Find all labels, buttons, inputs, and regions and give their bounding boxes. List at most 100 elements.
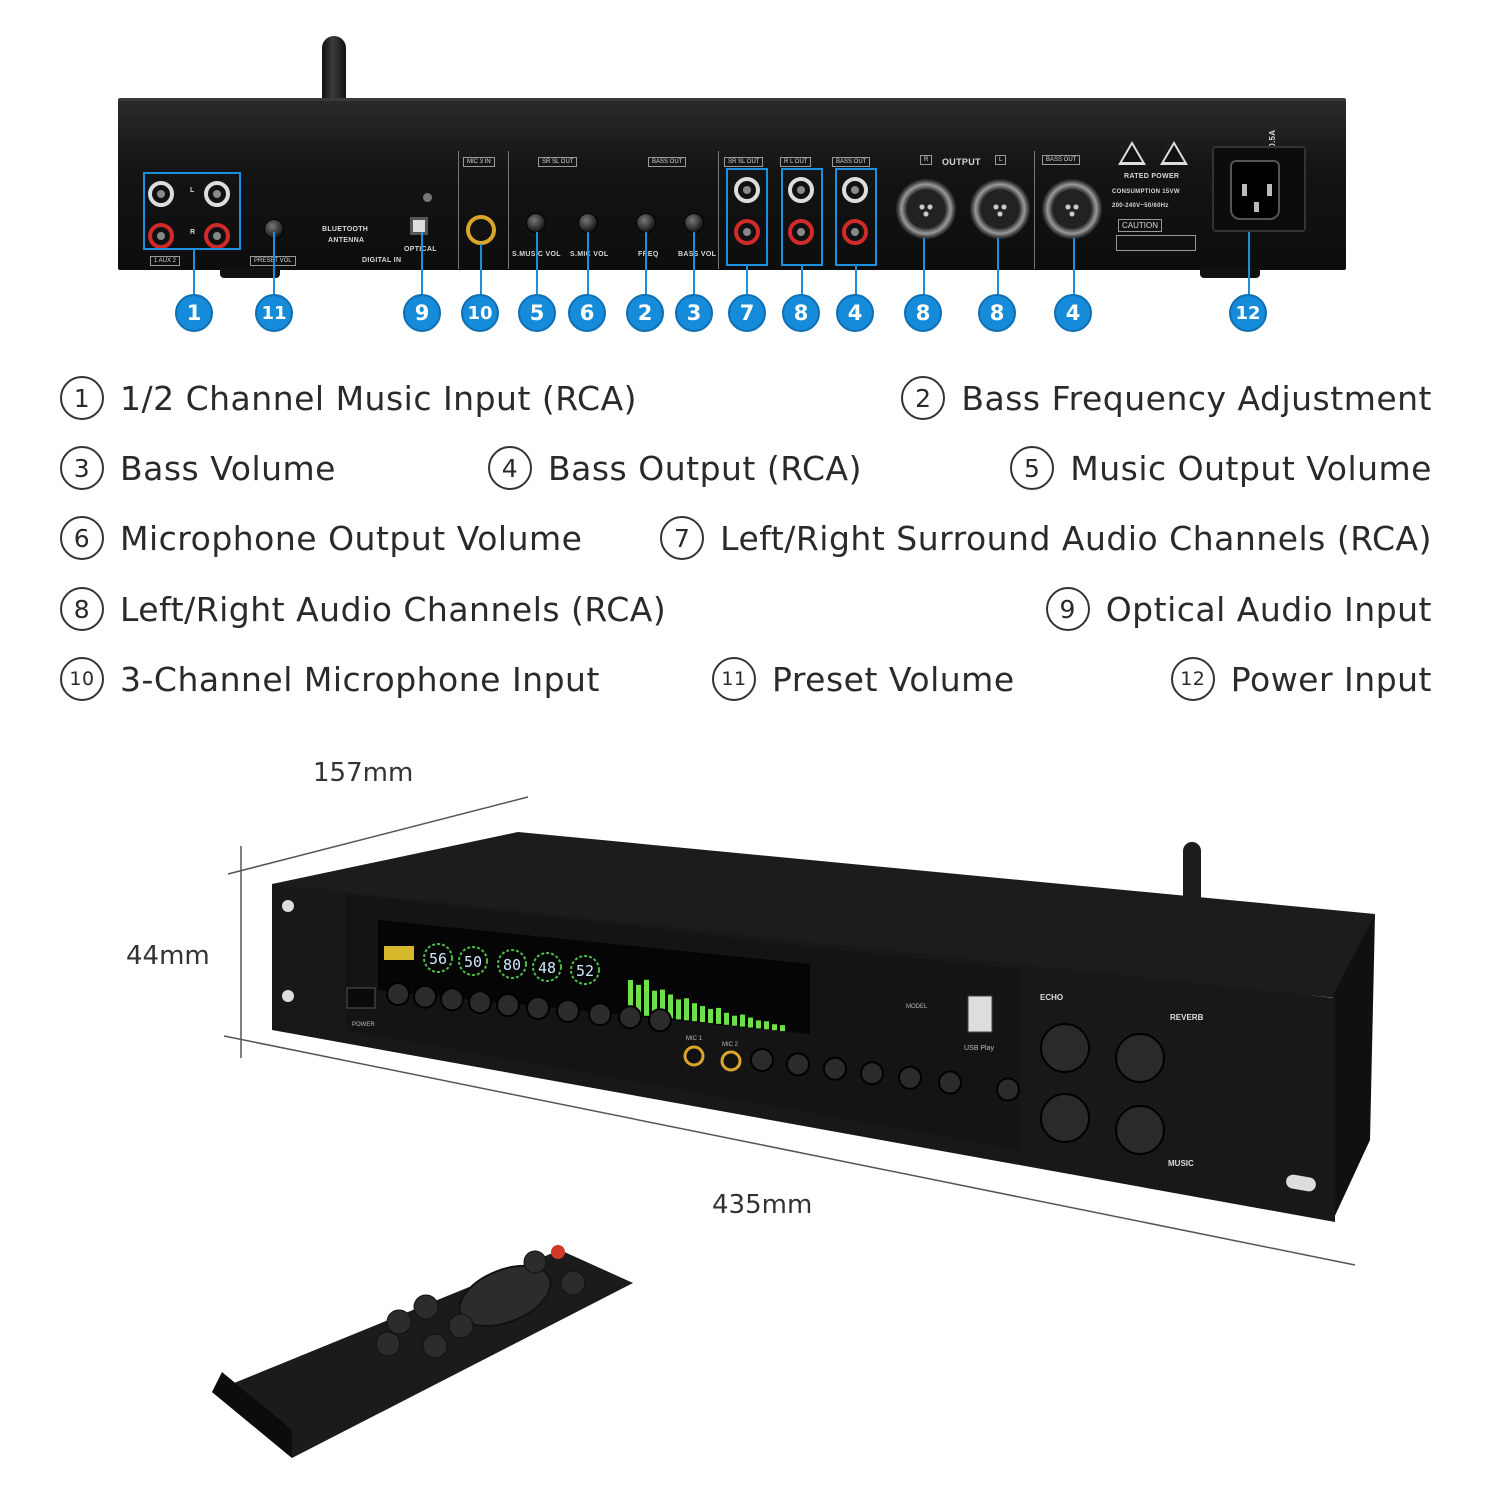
- voltage-label: 200-240V~50/60Hz: [1112, 203, 1169, 209]
- callout-line: [923, 238, 925, 296]
- callout-line: [997, 238, 999, 296]
- foot: [220, 268, 280, 278]
- bass-out-label-2: BASS OUT: [832, 157, 871, 167]
- legend-number: 11: [712, 657, 756, 701]
- callout-line: [193, 250, 195, 296]
- bass-out-right-rca-jack: [842, 219, 868, 245]
- warning-icon: [1118, 141, 1146, 165]
- aux-label: 1 AUX 2: [150, 256, 181, 266]
- bass-out-label-3: BASS OUT: [1042, 155, 1081, 165]
- callout-badge: 7: [728, 294, 766, 332]
- legend-number: 3: [60, 446, 104, 490]
- legend-item: 1 1/2 Channel Music Input (RCA): [60, 376, 637, 420]
- callout-badge: 10: [461, 294, 499, 332]
- legend-number: 2: [901, 376, 946, 420]
- aux2-right-rca-jack: [204, 223, 230, 249]
- foot: [1200, 268, 1260, 278]
- remote-button: [560, 1270, 586, 1296]
- callout-badge: 9: [403, 294, 441, 332]
- legend-text: Music Output Volume: [1070, 448, 1432, 488]
- callout-line: [480, 244, 482, 296]
- preset-vol-label: PRESET VOL: [250, 256, 296, 266]
- sr-sl-out-label: SR SL OUT: [538, 157, 578, 167]
- legend-text: 1/2 Channel Music Input (RCA): [120, 378, 638, 418]
- legend-item: 10 3-Channel Microphone Input: [60, 657, 600, 701]
- callout-badge: 8: [782, 294, 820, 332]
- callout-badge: 8: [978, 294, 1016, 332]
- aux1-right-rca-jack: [148, 223, 174, 249]
- legend-text: Bass Output (RCA): [548, 448, 863, 488]
- legend-item: 9 Optical Audio Input: [1045, 587, 1432, 631]
- bass-out-left-rca-jack: [842, 177, 868, 203]
- legend-item: 5 Music Output Volume: [1010, 446, 1432, 490]
- caution-notice: [1116, 235, 1196, 251]
- callout-badge: 1: [175, 294, 213, 332]
- remote-button: [422, 1333, 448, 1359]
- legend-text: Left/Right Surround Audio Channels (RCA): [720, 518, 1432, 558]
- legend-number: 6: [60, 516, 104, 560]
- remote-edge: [212, 1372, 292, 1458]
- optical-label: OPTICAL: [404, 246, 437, 253]
- legend-text: Left/Right Audio Channels (RCA): [120, 589, 667, 629]
- legend-text: Microphone Output Volume: [120, 518, 583, 558]
- callout-badge: 12: [1229, 294, 1267, 332]
- callout-badge: 5: [518, 294, 556, 332]
- remote-button: [413, 1294, 439, 1320]
- divider: [508, 151, 509, 269]
- digital-in-label: DIGITAL IN: [362, 257, 402, 264]
- screw: [423, 193, 432, 202]
- legend-number: 9: [1045, 587, 1090, 631]
- warning-icon: [1160, 141, 1188, 165]
- legend-number: 7: [660, 516, 705, 560]
- output-right-rca-jack: [788, 219, 814, 245]
- aux-l-label: L: [190, 187, 195, 194]
- legend-number: 8: [60, 587, 104, 631]
- remote-power-button: [551, 1245, 565, 1259]
- legend-text: Preset Volume: [772, 659, 1015, 699]
- callout-line: [645, 232, 647, 296]
- divider: [458, 151, 459, 269]
- callout-line: [1073, 238, 1075, 296]
- callout-badge: 4: [1054, 294, 1092, 332]
- rl-output-highlight: [781, 168, 823, 266]
- callout-line: [1248, 232, 1250, 296]
- aux-r-label: R: [190, 229, 196, 236]
- callout-badge: 8: [904, 294, 942, 332]
- socket-pin: [1267, 184, 1272, 196]
- callout-line: [273, 232, 275, 296]
- xlr-bass-out: [1042, 179, 1102, 239]
- antenna-label: ANTENNA: [328, 237, 365, 244]
- callout-badge: 6: [568, 294, 606, 332]
- legend-text: Optical Audio Input: [1105, 589, 1432, 629]
- aux1-left-rca-jack: [148, 181, 174, 207]
- callout-line: [693, 232, 695, 296]
- callout-badge: 2: [626, 294, 664, 332]
- legend-item: 6 Microphone Output Volume: [60, 516, 582, 560]
- output-l-label: L: [995, 155, 1007, 165]
- output-r-label: R: [920, 155, 933, 165]
- mic-in-label: MIC 3 IN: [463, 157, 495, 167]
- output-label: OUTPUT: [942, 157, 981, 167]
- callout-line: [587, 232, 589, 296]
- callout-line: [421, 232, 423, 296]
- legend-item: 11 Preset Volume: [712, 657, 1015, 701]
- callout-line: [801, 266, 803, 296]
- legend-text: 3-Channel Microphone Input: [120, 659, 600, 699]
- remote-button: [448, 1313, 474, 1339]
- bass-output-highlight: [835, 168, 877, 266]
- legend-text: Power Input: [1230, 659, 1432, 699]
- socket-pin: [1254, 202, 1259, 212]
- bass-out-label: BASS OUT: [648, 157, 687, 167]
- legend-number: 12: [1170, 657, 1215, 701]
- iec-socket: [1230, 160, 1280, 220]
- mic-3-jack: [466, 215, 496, 245]
- surround-output-highlight: [726, 168, 768, 266]
- remote-button: [523, 1250, 547, 1274]
- legend-number: 5: [1010, 446, 1055, 490]
- optical-input-port: [410, 217, 428, 235]
- remote-button: [375, 1331, 401, 1357]
- socket-pin: [1242, 184, 1247, 196]
- legend-number: 10: [60, 657, 104, 701]
- legend-text: Bass Volume: [120, 448, 336, 488]
